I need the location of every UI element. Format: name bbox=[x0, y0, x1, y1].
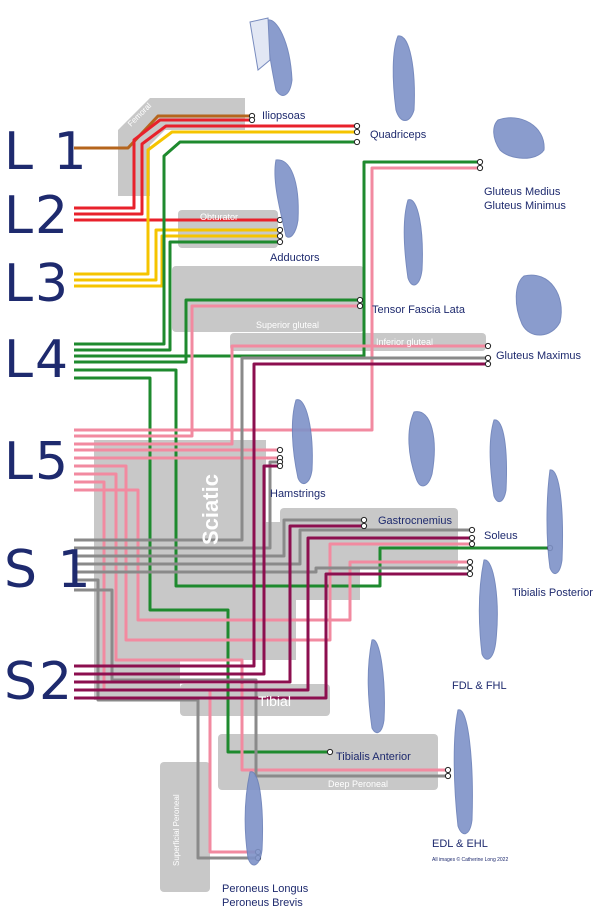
terminal-knot bbox=[467, 565, 472, 570]
tibialis-posterior-figure bbox=[547, 470, 563, 574]
edl-figure bbox=[454, 710, 472, 834]
terminal-knot bbox=[485, 361, 490, 366]
muscle-label-peroneus-brevis: Peroneus Brevis bbox=[222, 897, 303, 910]
tibialis-anterior-figure bbox=[368, 640, 384, 733]
band-superficial-peroneal bbox=[160, 762, 210, 892]
terminal-knot bbox=[469, 527, 474, 532]
muscle-label-gastrocnemius: Gastrocnemius bbox=[378, 515, 452, 528]
muscle-label-soleus: Soleus bbox=[484, 530, 518, 543]
terminal-knot bbox=[354, 123, 359, 128]
terminal-knot bbox=[477, 159, 482, 164]
terminal-knot bbox=[277, 233, 282, 238]
gluteus-maximus-figure bbox=[516, 275, 561, 335]
muscle-label-edl-ehl: EDL & EHL bbox=[432, 838, 488, 851]
terminal-knot bbox=[277, 463, 282, 468]
terminal-knot bbox=[477, 165, 482, 170]
terminal-knot bbox=[357, 303, 362, 308]
terminal-knot bbox=[361, 523, 366, 528]
terminal-knot bbox=[249, 117, 254, 122]
fdl-figure bbox=[479, 560, 497, 659]
root-label-l5: L5 bbox=[4, 436, 70, 488]
nerve-label-deep-peroneal: Deep Peroneal bbox=[328, 779, 388, 789]
muscle-label-fdl-fhl: FDL & FHL bbox=[452, 680, 507, 693]
soleus-figure bbox=[490, 420, 506, 502]
nerve-label-sciatic: Sciatic bbox=[198, 474, 224, 545]
terminal-knot bbox=[445, 767, 450, 772]
adductors-figure bbox=[275, 160, 298, 237]
muscle-label-gluteus-minimus: Gluteus Minimus bbox=[484, 200, 566, 213]
root-label-l3: L3 bbox=[4, 258, 70, 310]
terminal-knot bbox=[327, 749, 332, 754]
terminal-knot bbox=[357, 297, 362, 302]
terminal-knot bbox=[277, 447, 282, 452]
iliopsoas-figure bbox=[250, 18, 292, 95]
gluteus-medius-figure bbox=[494, 118, 544, 159]
nerve-label-superficial-peroneal: Superficial Peroneal bbox=[172, 794, 181, 866]
muscle-label-peroneus-longus: Peroneus Longus bbox=[222, 883, 308, 896]
muscle-label-tensor-fascia-lata: Tensor Fascia Lata bbox=[372, 304, 465, 317]
muscle-label-adductors: Adductors bbox=[270, 252, 320, 265]
muscle-label-gluteus-maximus: Gluteus Maximus bbox=[496, 350, 581, 363]
muscle-label-tibialis-posterior: Tibialis Posterior bbox=[512, 587, 593, 600]
root-label-l2: L2 bbox=[4, 190, 70, 242]
terminal-knot bbox=[277, 227, 282, 232]
nerve-label-tibial: Tibial bbox=[258, 693, 291, 709]
image-credit: All images © Catherine Long 2022 bbox=[432, 857, 508, 863]
terminal-knot bbox=[485, 343, 490, 348]
root-label-l4: L4 bbox=[4, 334, 70, 386]
muscle-label-quadriceps: Quadriceps bbox=[370, 129, 426, 142]
root-label-l1: L 1 bbox=[4, 126, 89, 178]
gastrocnemius-figure bbox=[409, 412, 434, 486]
muscle-label-tibialis-anterior: Tibialis Anterior bbox=[336, 751, 411, 764]
terminal-knot bbox=[485, 355, 490, 360]
quadriceps-figure bbox=[393, 36, 414, 121]
muscle-label-iliopsoas: Iliopsoas bbox=[262, 110, 305, 123]
terminal-knot bbox=[469, 535, 474, 540]
tensor-figure bbox=[404, 200, 422, 285]
terminal-knot bbox=[361, 517, 366, 522]
band-inferior-gluteal bbox=[230, 333, 486, 351]
hamstrings-figure bbox=[292, 400, 312, 484]
terminal-knot bbox=[467, 571, 472, 576]
terminal-knot bbox=[445, 773, 450, 778]
nerve-label-superior-gluteal: Superior gluteal bbox=[256, 320, 319, 330]
terminal-knot bbox=[354, 139, 359, 144]
nerve-label-obturator: Obturator bbox=[200, 212, 238, 222]
root-label-s2: S2 bbox=[4, 656, 74, 708]
root-label-s1: S 1 bbox=[4, 544, 93, 596]
terminal-knot bbox=[354, 129, 359, 134]
pathway-l2-quadriceps bbox=[74, 126, 355, 214]
terminal-knot bbox=[467, 559, 472, 564]
muscle-label-hamstrings: Hamstrings bbox=[270, 488, 326, 501]
terminal-knot bbox=[469, 541, 474, 546]
muscle-label-gluteus-medius: Gluteus Medius bbox=[484, 186, 560, 199]
terminal-knot bbox=[277, 239, 282, 244]
nerve-label-inferior-gluteal: Inferior gluteal bbox=[376, 337, 433, 347]
